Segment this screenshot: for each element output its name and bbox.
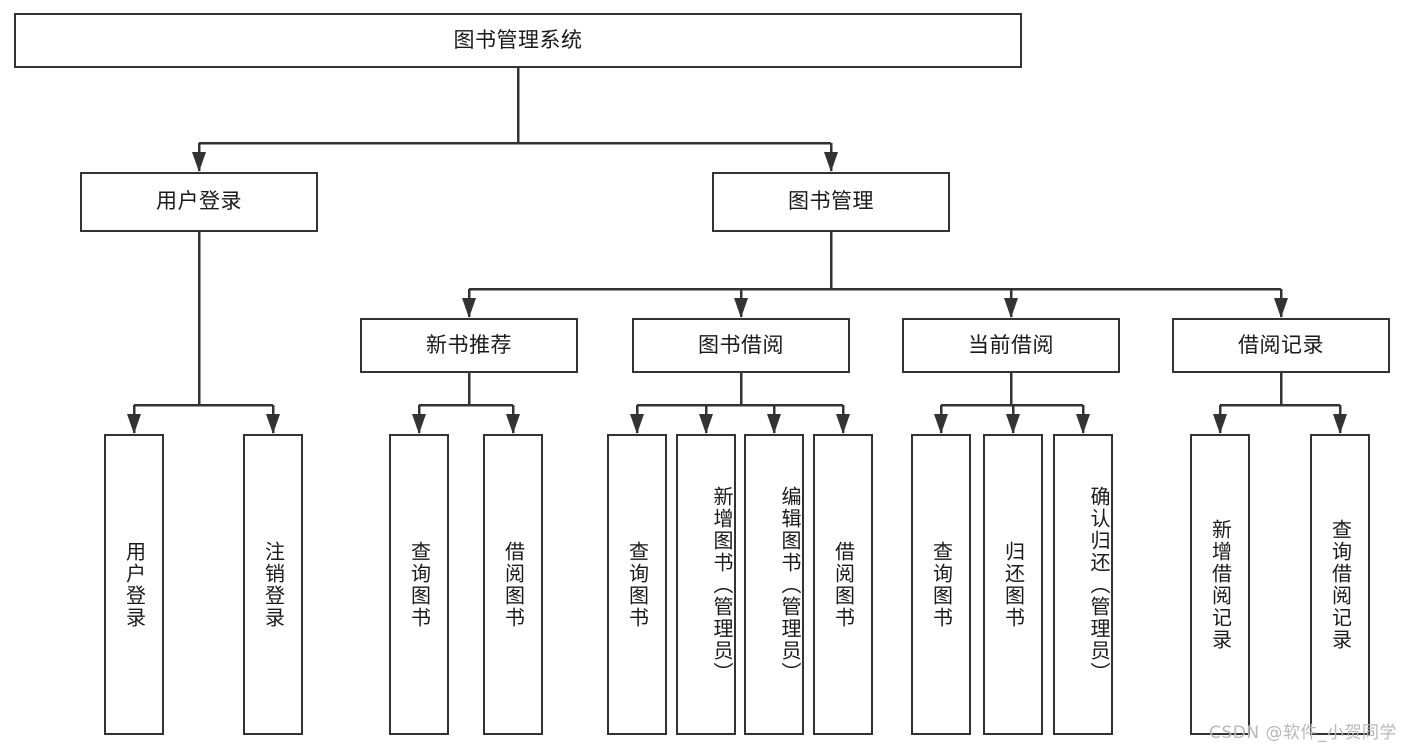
node-newbook[interactable]: 新书推荐: [360, 318, 578, 373]
node-l5[interactable]: 查询图书: [607, 434, 667, 735]
node-l11[interactable]: 确认归还（管理员）: [1053, 434, 1113, 735]
node-l7[interactable]: 编辑图书（管理员）: [744, 434, 804, 735]
node-label: 新增图书（管理员）: [710, 485, 734, 684]
node-label: 图书管理系统: [453, 27, 583, 52]
node-label: 图书借阅: [698, 332, 784, 357]
node-l2[interactable]: 注销登录: [243, 434, 303, 735]
node-label: 新书推荐: [426, 332, 512, 357]
node-label: 查询图书: [407, 540, 432, 629]
node-current[interactable]: 当前借阅: [902, 318, 1120, 373]
node-label: 新增借阅记录: [1208, 518, 1233, 651]
node-l3[interactable]: 查询图书: [389, 434, 449, 735]
node-records[interactable]: 借阅记录: [1172, 318, 1390, 373]
node-l6[interactable]: 新增图书（管理员）: [676, 434, 736, 735]
node-l12[interactable]: 新增借阅记录: [1190, 434, 1250, 735]
node-l1[interactable]: 用户登录: [104, 434, 164, 735]
node-label: 用户登录: [122, 540, 147, 629]
node-label: 编辑图书（管理员）: [778, 485, 802, 684]
node-label: 注销登录: [261, 540, 286, 629]
node-l8[interactable]: 借阅图书: [813, 434, 873, 735]
node-label: 用户登录: [156, 189, 242, 214]
node-label: 当前借阅: [968, 332, 1054, 357]
node-borrow[interactable]: 图书借阅: [632, 318, 850, 373]
node-l9[interactable]: 查询图书: [911, 434, 971, 735]
node-l10[interactable]: 归还图书: [983, 434, 1043, 735]
node-root[interactable]: 图书管理系统: [14, 13, 1022, 68]
watermark-label: CSDN @软件_小贺同学: [1209, 723, 1397, 743]
node-bookmgmt[interactable]: 图书管理: [712, 172, 950, 232]
node-label: 查询图书: [625, 540, 650, 629]
node-l4[interactable]: 借阅图书: [483, 434, 543, 735]
node-label: 归还图书: [1001, 540, 1026, 629]
node-login[interactable]: 用户登录: [80, 172, 318, 232]
node-label: 图书管理: [788, 189, 874, 214]
node-label: 查询图书: [929, 540, 954, 629]
node-label: 查询借阅记录: [1328, 518, 1353, 651]
node-label: 确认归还（管理员）: [1087, 485, 1111, 684]
node-label: 借阅图书: [831, 540, 856, 629]
node-l13[interactable]: 查询借阅记录: [1310, 434, 1370, 735]
node-label: 借阅图书: [501, 540, 526, 629]
node-label: 借阅记录: [1238, 332, 1324, 357]
